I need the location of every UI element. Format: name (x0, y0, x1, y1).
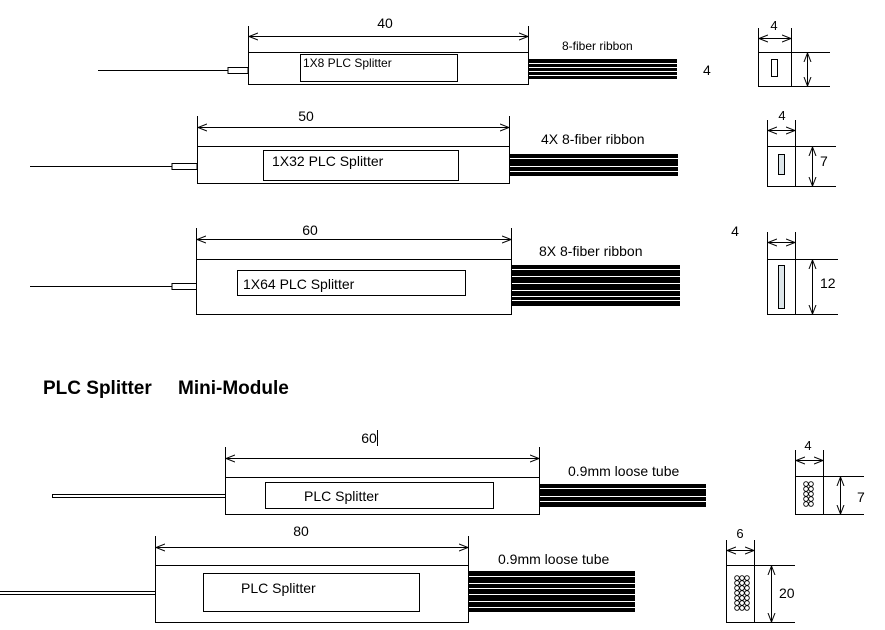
splitter-1x64: 1X64 PLC Splitter 8X 8-fiber ribbon 60 4… (30, 222, 838, 315)
fiber-label: 0.9mm loose tube (568, 463, 679, 479)
splitter-label: 1X32 PLC Splitter (272, 153, 384, 169)
mini-module-60: PLC Splitter 0.9mm loose tube 60 4 7 (52, 430, 865, 515)
mini-module-80: PLC Splitter 0.9mm loose tube 80 (0, 523, 795, 623)
side-width-value: 4 (778, 108, 785, 123)
splitter-label-box (237, 270, 466, 296)
fiber-label: 0.9mm loose tube (498, 551, 609, 567)
input-fiber (52, 494, 226, 498)
splitter-label-box (300, 54, 458, 82)
ribbon-output (510, 154, 678, 176)
fiber-cluster (734, 575, 750, 611)
end-view-body (758, 52, 792, 87)
side-width-value: 4 (770, 18, 777, 33)
splitter-label: PLC Splitter (241, 580, 316, 596)
fiber-label: 8X 8-fiber ribbon (539, 243, 643, 259)
splitter-label: PLC Splitter (304, 488, 379, 504)
end-view-chip (778, 265, 785, 309)
side-width-value: 4 (731, 223, 739, 239)
length-value: 80 (293, 523, 309, 539)
loose-tube-output (540, 484, 706, 507)
end-view-body (726, 565, 755, 623)
length-value: 60 (361, 430, 377, 446)
side-height-value: 7 (820, 153, 828, 169)
end-view-chip (778, 154, 785, 175)
input-boot (171, 163, 198, 170)
splitter-label-box (263, 150, 459, 181)
side-width-value: 6 (736, 526, 743, 541)
input-boot (227, 67, 249, 74)
side-height-value: 7 (857, 489, 865, 505)
splitter-1x8: 1X8 PLC Splitter 8-fiber ribbon 40 4 4 (98, 15, 830, 87)
length-value: 60 (302, 222, 318, 238)
input-boot (171, 283, 198, 290)
splitter-label-box (203, 573, 420, 612)
splitter-label: 1X64 PLC Splitter (243, 276, 355, 292)
ribbon-output (529, 59, 677, 79)
ribbon-output (512, 265, 680, 306)
section-heading-right: Mini-Module (178, 378, 289, 399)
splitter-1x32: 1X32 PLC Splitter 4X 8-fiber ribbon 50 4… (30, 108, 836, 187)
splitter-label-box (265, 482, 494, 509)
side-height-value: 12 (820, 275, 836, 291)
side-height-value: 4 (703, 62, 711, 78)
fiber-label: 8-fiber ribbon (562, 39, 633, 53)
section-heading-left: PLC Splitter (43, 378, 152, 399)
side-width-value: 4 (804, 438, 811, 453)
length-value: 40 (377, 15, 393, 31)
length-value: 50 (298, 108, 314, 124)
side-height-value: 20 (779, 585, 795, 601)
fiber-cluster (803, 481, 814, 507)
splitter-label: 1X8 PLC Splitter (303, 56, 392, 70)
end-view-chip (771, 59, 778, 77)
fiber-label: 4X 8-fiber ribbon (541, 131, 645, 147)
loose-tube-output (469, 571, 635, 612)
